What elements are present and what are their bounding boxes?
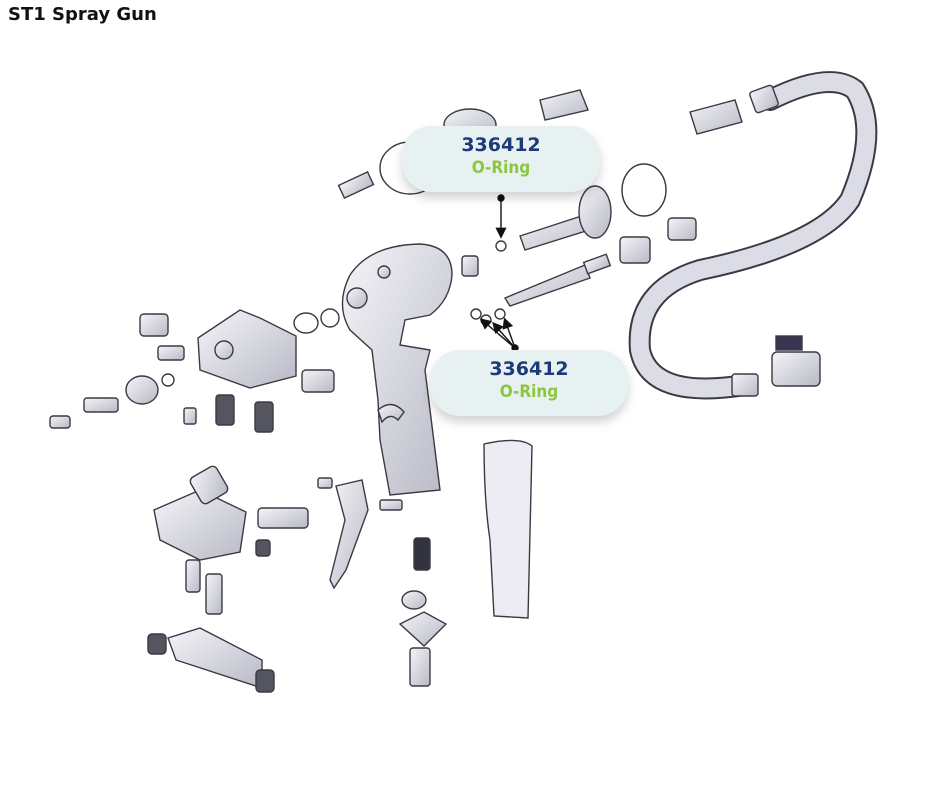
piston-head bbox=[578, 185, 612, 239]
callout-part-number: 336412 bbox=[461, 134, 541, 156]
fitting-left-2 bbox=[157, 345, 185, 361]
bottom-bar bbox=[167, 627, 263, 689]
callout-bottom: 336412 O-Ring bbox=[430, 350, 628, 416]
hose-fitting-top bbox=[749, 84, 779, 114]
callout-description: O-Ring bbox=[499, 382, 559, 402]
needle bbox=[503, 264, 591, 307]
callout-description: O-Ring bbox=[471, 158, 531, 178]
oring-small-left bbox=[161, 373, 175, 387]
manifold-block bbox=[197, 309, 297, 389]
lower-plug bbox=[255, 539, 271, 557]
gun-body bbox=[341, 243, 453, 496]
page-title: ST1 Spray Gun bbox=[8, 4, 157, 25]
fitting-mid-1 bbox=[619, 236, 651, 264]
fitting-mid-2 bbox=[667, 217, 697, 241]
ball-valve-handle bbox=[775, 335, 803, 351]
strap bbox=[483, 439, 533, 619]
fitting-nut bbox=[125, 375, 159, 405]
hose-coupler bbox=[689, 99, 743, 135]
oring-large-right bbox=[621, 163, 667, 217]
bracket-stud bbox=[409, 647, 431, 687]
tip-small bbox=[49, 415, 71, 429]
oring-callout-top bbox=[495, 240, 507, 252]
hose-inner bbox=[630, 73, 876, 398]
leader-line-3 bbox=[502, 317, 516, 349]
oring-manifold bbox=[293, 312, 319, 334]
hook-pin bbox=[379, 499, 403, 511]
callout-top: 336412 O-Ring bbox=[402, 126, 600, 192]
screw-small bbox=[183, 407, 197, 425]
bottom-plug-left bbox=[147, 633, 167, 655]
lower-fitting-top bbox=[189, 465, 229, 505]
oring-manifold-2 bbox=[320, 308, 340, 328]
oring-callout-1 bbox=[470, 308, 482, 320]
bushing bbox=[401, 590, 427, 610]
check-valve bbox=[301, 369, 335, 393]
oring-callout-3 bbox=[494, 308, 506, 320]
gun-body-port-2 bbox=[377, 265, 391, 279]
leader-line-2 bbox=[492, 321, 516, 349]
bracket-plate bbox=[398, 611, 448, 647]
callout-part-number: 336412 bbox=[489, 358, 569, 380]
lower-stud-1 bbox=[185, 559, 201, 593]
hook bbox=[329, 479, 369, 590]
gun-body-port-1 bbox=[346, 287, 368, 309]
ball-valve-body bbox=[771, 351, 821, 387]
filter-2 bbox=[254, 401, 274, 433]
trigger-guard bbox=[377, 403, 405, 424]
pin-left bbox=[337, 170, 375, 200]
manifold-port bbox=[214, 340, 234, 360]
plug-small bbox=[461, 255, 479, 277]
tip-pin bbox=[83, 397, 119, 413]
spring bbox=[582, 253, 612, 275]
hose-fitting-bottom bbox=[731, 373, 759, 397]
fitting-left-1 bbox=[139, 313, 169, 337]
seat-top bbox=[539, 89, 589, 121]
hook-screw bbox=[317, 477, 333, 489]
bottom-plug-right bbox=[255, 669, 275, 693]
filter-1 bbox=[215, 394, 235, 426]
nozzle-black bbox=[413, 537, 431, 571]
lower-stud-2 bbox=[205, 573, 223, 615]
lower-fitting-right bbox=[257, 507, 309, 529]
